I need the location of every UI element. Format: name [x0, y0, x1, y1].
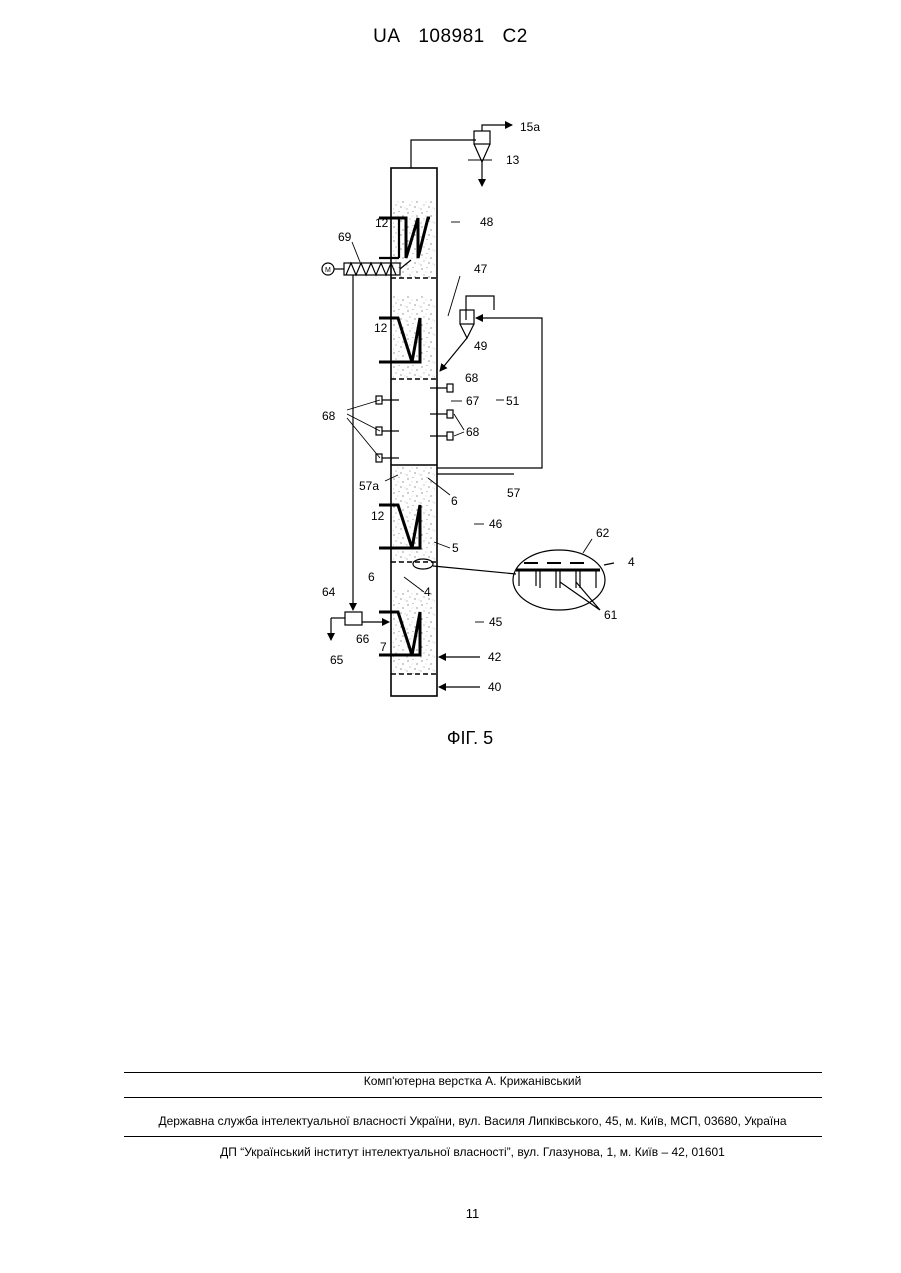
label-12-top: 12	[375, 216, 389, 230]
label-42: 42	[488, 650, 502, 664]
bed-zone-45	[393, 590, 435, 674]
label-68-right-top: 68	[465, 371, 479, 385]
inlet-arrows	[439, 657, 480, 687]
label-5: 5	[452, 541, 459, 555]
label-13: 13	[506, 153, 520, 167]
figure-caption: ФІГ. 5	[0, 728, 901, 749]
bed-zone-47	[393, 296, 435, 378]
label-51: 51	[506, 394, 520, 408]
label-67: 67	[466, 394, 480, 408]
label-45: 45	[489, 615, 503, 629]
footer-rule-bottom	[124, 1136, 822, 1137]
footer-layout-credit: Комп'ютерна верстка А. Крижанівський	[0, 1074, 901, 1088]
label-68-left: 68	[322, 409, 336, 423]
footer-institute-address: ДП “Український інститут інтелектуальної…	[0, 1145, 901, 1159]
label-4: 4	[424, 585, 431, 599]
footer-rule-top	[124, 1072, 822, 1073]
label-64: 64	[322, 585, 336, 599]
label-6-lower: 6	[368, 570, 375, 584]
apparatus-diagram: 15a 13 48 12 69 M 47 12 49 68 67 51 68 6…	[0, 0, 901, 760]
label-12-low: 12	[371, 509, 385, 523]
label-6-upper: 6	[451, 494, 458, 508]
label-4-detail: 4	[628, 555, 635, 569]
label-46: 46	[489, 517, 503, 531]
page-number: 11	[0, 1206, 901, 1221]
label-15a: 15a	[520, 120, 540, 134]
label-40: 40	[488, 680, 502, 694]
label-62: 62	[596, 526, 610, 540]
label-47: 47	[474, 262, 488, 276]
label-66: 66	[356, 632, 370, 646]
label-7: 7	[380, 640, 387, 654]
box-64	[345, 612, 362, 625]
label-12-mid: 12	[374, 321, 388, 335]
label-49: 49	[474, 339, 488, 353]
label-68-right-low: 68	[466, 425, 480, 439]
label-48: 48	[480, 215, 494, 229]
label-57: 57	[507, 486, 521, 500]
label-61: 61	[604, 608, 618, 622]
footer-rule-middle	[124, 1097, 822, 1098]
footer-service-address: Державна служба інтелектуальної власност…	[0, 1114, 901, 1128]
label-motor: M	[325, 267, 331, 274]
distributor-detail	[413, 550, 614, 610]
label-57a: 57a	[359, 479, 379, 493]
label-69: 69	[338, 230, 352, 244]
label-65: 65	[330, 653, 344, 667]
